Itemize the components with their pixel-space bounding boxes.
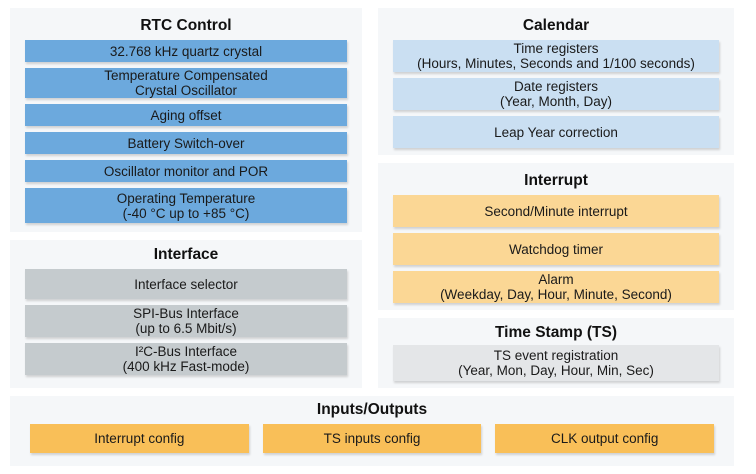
block-ts-event-registration: TS event registration (Year, Mon, Day, H…: [393, 345, 719, 381]
panel-interface-boxes: Interface selector SPI-Bus Interface (up…: [10, 269, 362, 375]
panel-interface: Interface Interface selector SPI-Bus Int…: [10, 240, 362, 388]
panel-rtc-control-boxes: 32.768 kHz quartz crystal Temperature Co…: [10, 40, 362, 223]
block-operating-temperature: Operating Temperature (-40 °C up to +85 …: [25, 188, 347, 223]
panel-interrupt-title: Interrupt: [524, 172, 588, 189]
panel-inputs-outputs: Inputs/Outputs Interrupt config TS input…: [10, 396, 734, 466]
block-ts-inputs-config: TS inputs config: [262, 424, 482, 453]
block-quartz-crystal: 32.768 kHz quartz crystal: [25, 40, 347, 62]
panel-time-stamp-title: Time Stamp (TS): [494, 324, 617, 341]
block-interface-selector: Interface selector: [25, 269, 347, 299]
block-i2c-bus-interface: I²C-Bus Interface (400 kHz Fast-mode): [25, 343, 347, 375]
block-time-registers: Time registers (Hours, Minutes, Seconds …: [393, 40, 719, 72]
panel-time-stamp-boxes: TS event registration (Year, Mon, Day, H…: [378, 345, 734, 381]
block-spi-bus-interface: SPI-Bus Interface (up to 6.5 Mbit/s): [25, 305, 347, 337]
panel-inputs-outputs-boxes: Interrupt config TS inputs config CLK ou…: [10, 424, 734, 453]
panel-interface-title: Interface: [153, 246, 219, 263]
panel-rtc-control: RTC Control 32.768 kHz quartz crystal Te…: [10, 8, 362, 232]
panel-time-stamp: Time Stamp (TS) TS event registration (Y…: [378, 318, 734, 388]
block-interrupt-config: Interrupt config: [30, 424, 249, 453]
block-watchdog-timer: Watchdog timer: [393, 233, 719, 265]
block-aging-offset: Aging offset: [25, 104, 347, 126]
block-date-registers: Date registers (Year, Month, Day): [393, 78, 719, 110]
panel-calendar-title: Calendar: [522, 17, 590, 34]
block-clk-output-config: CLK output config: [495, 424, 715, 453]
panel-inputs-outputs-title: Inputs/Outputs: [316, 401, 428, 418]
block-second-minute-interrupt: Second/Minute interrupt: [393, 195, 719, 227]
block-leap-year-correction: Leap Year correction: [393, 116, 719, 148]
panel-interrupt-boxes: Second/Minute interrupt Watchdog timer A…: [378, 195, 734, 303]
panel-calendar-boxes: Time registers (Hours, Minutes, Seconds …: [378, 40, 734, 148]
panel-calendar: Calendar Time registers (Hours, Minutes,…: [378, 8, 734, 155]
block-alarm: Alarm (Weekday, Day, Hour, Minute, Secon…: [393, 271, 719, 303]
panel-interrupt: Interrupt Second/Minute interrupt Watchd…: [378, 163, 734, 310]
panel-rtc-control-title: RTC Control: [140, 17, 232, 34]
block-tcxo: Temperature Compensated Crystal Oscillat…: [25, 68, 347, 98]
block-battery-switchover: Battery Switch-over: [25, 132, 347, 154]
block-oscillator-monitor-por: Oscillator monitor and POR: [25, 160, 347, 182]
